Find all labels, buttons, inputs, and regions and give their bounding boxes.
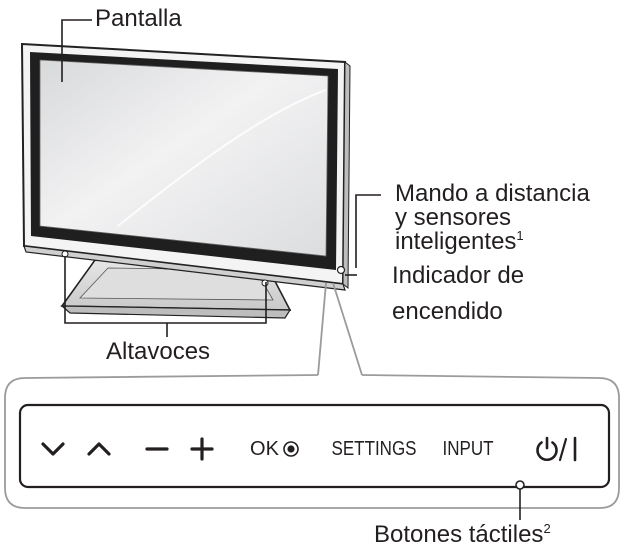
input-button[interactable]: INPUT xyxy=(428,434,508,464)
tv-body xyxy=(20,42,351,291)
power-indicator-label-line2: encendido xyxy=(392,298,503,325)
remote-sensor-label-line1: Mando a distancia xyxy=(395,180,590,207)
power-indicator-label-line1: Indicador de xyxy=(392,262,525,289)
magnifier-lines xyxy=(4,282,620,509)
power-button[interactable] xyxy=(528,434,588,464)
volume-down-button[interactable] xyxy=(140,434,174,464)
chevron-down-icon xyxy=(41,442,65,456)
touch-buttons-label: Botones táctiles2 xyxy=(374,521,551,549)
ok-button[interactable]: OK xyxy=(238,434,312,464)
chevron-up-icon xyxy=(87,442,111,456)
remote-sensor-footnote: 1 xyxy=(516,228,524,243)
power-icon xyxy=(536,436,577,462)
remote-sensor-label-line3: inteligentes1 xyxy=(395,228,524,256)
settings-button[interactable]: SETTINGS xyxy=(320,434,428,464)
remote-sensor-callout xyxy=(355,194,381,268)
ok-button-label: OK xyxy=(250,437,279,460)
touch-buttons-label-text: Botones táctiles xyxy=(374,521,544,548)
settings-button-label: SETTINGS xyxy=(331,437,417,460)
touch-buttons-callout xyxy=(515,480,525,520)
screen-label: Pantalla xyxy=(95,5,182,32)
touch-button-panel xyxy=(18,403,611,489)
radio-dot-icon xyxy=(283,441,299,457)
speakers-callout xyxy=(64,256,267,337)
input-button-label: INPUT xyxy=(442,437,494,460)
plus-icon xyxy=(190,437,214,461)
screen-callout xyxy=(61,19,92,82)
channel-down-button[interactable] xyxy=(36,434,70,464)
speakers-label: Altavoces xyxy=(106,338,211,365)
volume-up-button[interactable] xyxy=(185,434,219,464)
remote-sensor-label-text: inteligentes xyxy=(395,228,517,255)
minus-icon xyxy=(145,447,169,451)
channel-up-button[interactable] xyxy=(82,434,116,464)
remote-sensor-label-line2: y sensores xyxy=(395,204,512,231)
touch-buttons-footnote: 2 xyxy=(543,521,551,536)
